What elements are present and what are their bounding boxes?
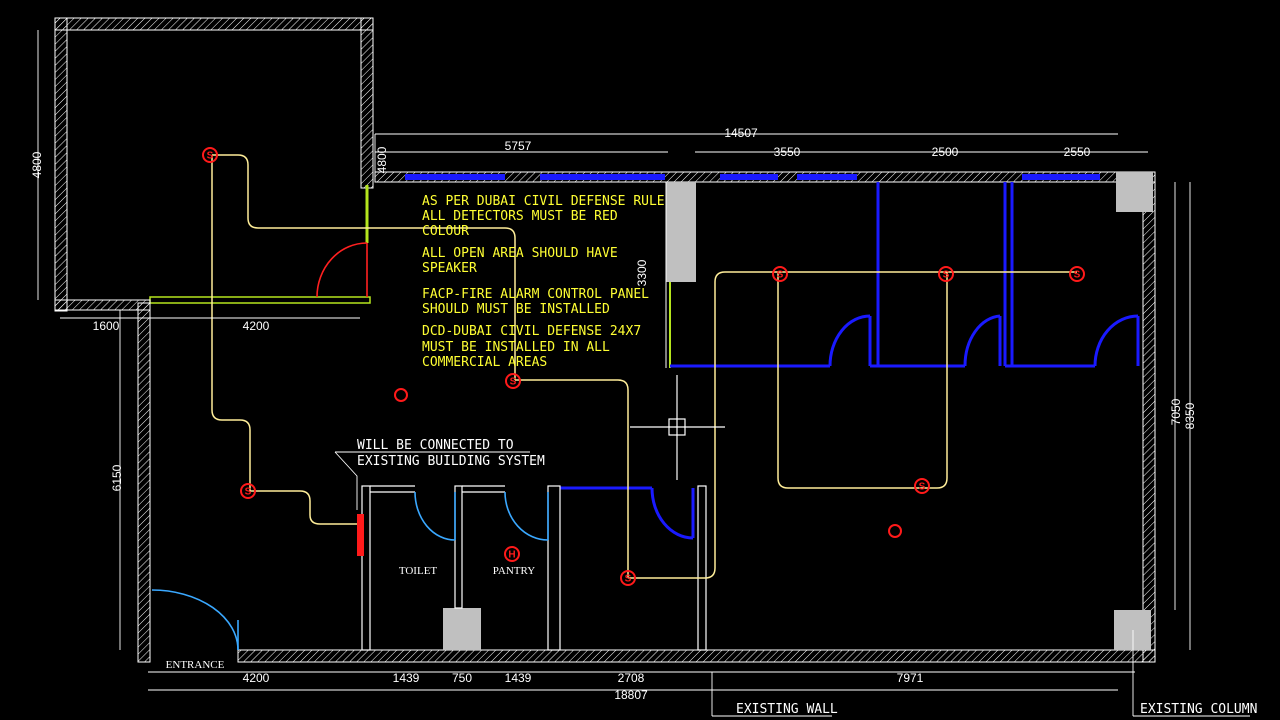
svg-text:AS PER DUBAI CIVIL DEFENSE RUL: AS PER DUBAI CIVIL DEFENSE RULE bbox=[422, 194, 665, 209]
dim-right-outer: 8350 bbox=[1183, 402, 1197, 429]
svg-text:FACP-FIRE ALARM CONTROL PANEL: FACP-FIRE ALARM CONTROL PANEL bbox=[422, 287, 649, 302]
smoke-detector: S bbox=[772, 266, 788, 282]
smoke-detector: S bbox=[240, 483, 256, 499]
svg-text:ALL OPEN AREA SHOULD HAVE: ALL OPEN AREA SHOULD HAVE bbox=[422, 246, 618, 261]
heat-detector: H bbox=[504, 546, 520, 562]
column-top-right bbox=[1116, 172, 1153, 212]
room-label-entrance: ENTRANCE bbox=[166, 659, 225, 671]
svg-text:S: S bbox=[625, 574, 632, 585]
svg-text:H: H bbox=[508, 550, 515, 561]
dim-internal-3300: 3300 bbox=[635, 259, 649, 286]
dim-bottom-entrance: 4200 bbox=[243, 671, 270, 685]
dim-bottom-7971: 7971 bbox=[897, 671, 924, 685]
dim-left-height: 6150 bbox=[110, 464, 124, 491]
legend-existing-column: EXISTING COLUMN bbox=[1140, 702, 1257, 717]
dim-overall-top: 14507 bbox=[724, 126, 758, 140]
column-bottom-right bbox=[1114, 610, 1151, 650]
speaker-symbol bbox=[888, 524, 902, 538]
dim-bottom-2708: 2708 bbox=[618, 671, 645, 685]
dim-overall-bottom: 18807 bbox=[614, 688, 648, 702]
dim-top-mid: 3550 bbox=[774, 145, 801, 159]
office-partitions bbox=[670, 182, 1140, 368]
svg-text:SPEAKER: SPEAKER bbox=[422, 261, 477, 276]
dim-left-1600: 1600 bbox=[93, 319, 120, 333]
svg-text:S: S bbox=[510, 377, 517, 388]
svg-text:S: S bbox=[245, 487, 252, 498]
callout-line-1: WILL BE CONNECTED TO bbox=[357, 438, 514, 453]
smoke-detector: S bbox=[1069, 266, 1085, 282]
dim-left-4200: 4200 bbox=[243, 319, 270, 333]
pantry-partition bbox=[560, 486, 695, 540]
smoke-detector: S bbox=[914, 478, 930, 494]
dim-top-right-a: 2500 bbox=[932, 145, 959, 159]
facp-panel bbox=[357, 514, 364, 556]
svg-text:S: S bbox=[919, 482, 926, 493]
dim-bottom-1439b: 1439 bbox=[505, 671, 532, 685]
doors-cyan bbox=[151, 491, 549, 651]
upper-room-walls bbox=[54, 17, 374, 312]
smoke-detector: S bbox=[202, 147, 218, 163]
dim-top-left: 5757 bbox=[505, 139, 532, 153]
dim-top-right-b: 2550 bbox=[1064, 145, 1091, 159]
speaker-symbol bbox=[394, 388, 408, 402]
dimension-lines bbox=[37, 30, 1250, 717]
toilet-pantry-walls bbox=[361, 485, 707, 651]
svg-text:MUST BE INSTALLED IN ALL: MUST BE INSTALLED IN ALL bbox=[422, 340, 610, 355]
room-label-toilet: TOILET bbox=[399, 565, 438, 577]
svg-text:S: S bbox=[777, 270, 784, 281]
dim-upper-left-height: 4800 bbox=[30, 151, 44, 178]
dim-upper-small: 4800 bbox=[375, 146, 389, 173]
dim-bottom-1439a: 1439 bbox=[393, 671, 420, 685]
svg-text:S: S bbox=[1074, 270, 1081, 281]
svg-text:S: S bbox=[943, 270, 950, 281]
room-label-pantry: PANTRY bbox=[493, 565, 535, 577]
callout-line-2: EXISTING BUILDING SYSTEM bbox=[357, 454, 545, 469]
svg-text:COLOUR: COLOUR bbox=[422, 224, 469, 239]
smoke-detectors: S S S S S S S S bbox=[202, 147, 1085, 586]
svg-text:DCD-DUBAI CIVIL DEFENSE 24X7: DCD-DUBAI CIVIL DEFENSE 24X7 bbox=[422, 324, 641, 339]
legend-existing-wall: EXISTING WALL bbox=[736, 702, 838, 717]
smoke-detector: S bbox=[938, 266, 954, 282]
green-partition-bottom bbox=[149, 296, 371, 304]
cad-crosshair-icon bbox=[630, 375, 725, 480]
column-internal bbox=[666, 182, 696, 282]
smoke-detector: S bbox=[620, 570, 636, 586]
svg-text:COMMERCIAL AREAS: COMMERCIAL AREAS bbox=[422, 355, 547, 370]
smoke-detector: S bbox=[505, 373, 521, 389]
svg-text:S: S bbox=[207, 151, 214, 162]
svg-text:SHOULD MUST BE INSTALLED: SHOULD MUST BE INSTALLED bbox=[422, 302, 610, 317]
svg-text:ALL DETECTORS MUST BE RED: ALL DETECTORS MUST BE RED bbox=[422, 209, 618, 224]
design-notes: AS PER DUBAI CIVIL DEFENSE RULE ALL DETE… bbox=[422, 194, 665, 370]
column-toilet bbox=[443, 608, 481, 650]
dim-bottom-750: 750 bbox=[452, 671, 472, 685]
dim-right-inner: 7050 bbox=[1169, 398, 1183, 425]
door-red-upper bbox=[316, 242, 368, 298]
fire-alarm-cabling bbox=[211, 154, 1077, 579]
